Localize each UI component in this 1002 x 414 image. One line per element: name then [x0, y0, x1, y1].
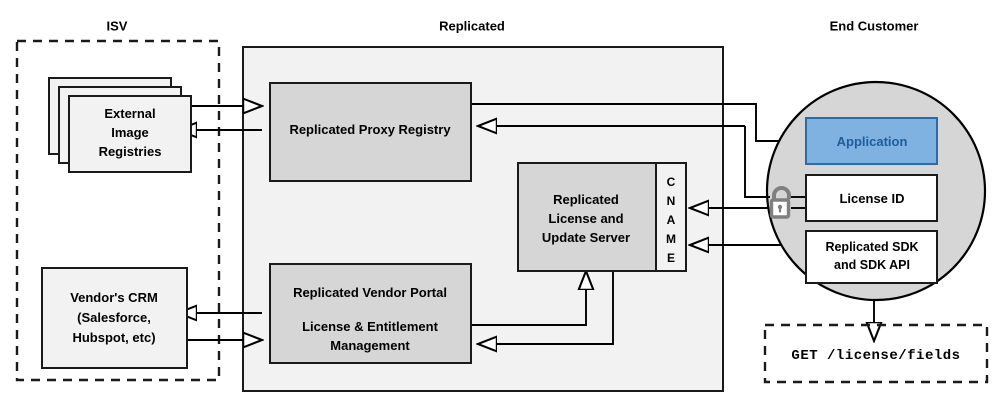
zone-title-replicated: Replicated — [439, 18, 505, 33]
node-license-id[interactable]: License ID — [805, 174, 938, 222]
replicated-sdk-box — [805, 230, 938, 284]
zone-isv-boundary — [15, 39, 221, 382]
license-update-server-line1: Replicated — [553, 192, 619, 207]
cname-letter-a: A — [667, 213, 676, 227]
node-replicated-sdk[interactable]: Replicated SDK and SDK API — [805, 230, 938, 284]
cname-letter-e: E — [667, 251, 675, 265]
node-external-image-registries[interactable]: External Image Registries — [48, 77, 192, 173]
vendors-crm-line2: (Salesforce, — [77, 310, 151, 325]
license-update-server-line3: Update Server — [542, 230, 630, 245]
node-replicated-license-update-server[interactable]: Replicated License and Update Server — [517, 162, 657, 272]
node-replicated-proxy-registry[interactable]: Replicated Proxy Registry — [269, 82, 472, 182]
vendors-crm-line3: Hubspot, etc) — [72, 330, 155, 345]
external-image-registries-line3: Registries — [99, 144, 162, 159]
api-call-label: GET /license/fields — [791, 348, 960, 364]
external-image-registries-line2: Image — [111, 125, 149, 140]
cname-letter-n: N — [667, 194, 676, 208]
replicated-sdk-line1: Replicated SDK — [825, 240, 918, 254]
unlock-icon — [769, 186, 791, 219]
replicated-sdk-line2: and SDK API — [834, 258, 910, 272]
license-id-label: License ID — [839, 191, 904, 206]
vendor-portal-line3: Management — [330, 338, 410, 353]
zone-title-end-customer: End Customer — [830, 18, 919, 33]
replicated-proxy-registry-box — [269, 82, 472, 182]
node-cname-strip[interactable]: C N A M E — [655, 162, 687, 272]
cname-letter-c: C — [667, 175, 676, 189]
connection-license-server-to-portal — [478, 271, 614, 344]
replicated-vendor-portal-box — [269, 263, 472, 364]
replicated-license-update-server-box — [517, 162, 657, 272]
external-image-registries-card-front — [68, 95, 192, 173]
external-image-registries-line1: External — [104, 106, 155, 121]
license-update-server-line2: License and — [548, 211, 623, 226]
cname-box — [655, 162, 687, 272]
node-replicated-vendor-portal[interactable]: Replicated Vendor Portal License & Entit… — [269, 263, 472, 364]
api-call-dashed-box — [763, 323, 989, 384]
license-id-box — [805, 174, 938, 222]
node-vendors-crm[interactable]: Vendor's CRM (Salesforce, Hubspot, etc) — [41, 267, 188, 369]
unlock-connector-stubs — [752, 196, 806, 209]
application-box — [805, 117, 938, 165]
node-application[interactable]: Application — [805, 117, 938, 165]
zone-title-isv: ISV — [107, 18, 128, 33]
application-label: Application — [837, 134, 908, 149]
vendor-portal-line1: Replicated Vendor Portal — [293, 285, 447, 300]
replicated-proxy-registry-label: Replicated Proxy Registry — [289, 122, 451, 137]
cname-letter-m: M — [666, 232, 676, 246]
node-api-call[interactable]: GET /license/fields — [763, 323, 989, 384]
vendors-crm-box — [41, 267, 188, 369]
vendors-crm-line1: Vendor's CRM — [70, 290, 158, 305]
vendor-portal-line2: License & Entitlement — [302, 319, 438, 334]
connection-portal-to-license-server — [471, 271, 586, 326]
